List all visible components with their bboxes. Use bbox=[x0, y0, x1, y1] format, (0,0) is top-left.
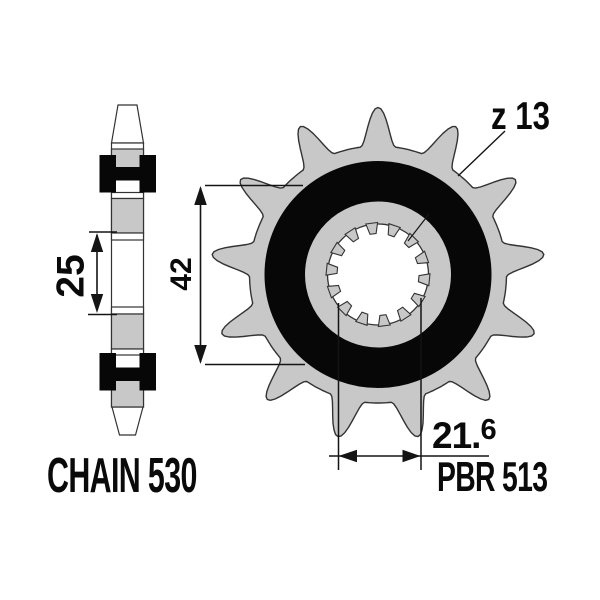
bore-diameter-dimension-label: 21.6 bbox=[432, 414, 497, 456]
side-shaft-body bbox=[110, 142, 145, 408]
chain-link-plate bbox=[139, 155, 156, 193]
spline-tooth bbox=[403, 232, 420, 249]
spline-tooth bbox=[344, 226, 360, 243]
spline-tooth bbox=[336, 300, 353, 317]
spline-tooth bbox=[325, 262, 339, 276]
teeth-count-label: z 13 bbox=[491, 95, 550, 138]
bore-leader-line bbox=[407, 213, 430, 242]
dim42-arrow-up bbox=[194, 186, 207, 205]
spline-tooth bbox=[365, 221, 379, 235]
chain-link-pin bbox=[114, 368, 141, 381]
side-groove-band bbox=[110, 306, 145, 315]
spline-tooth bbox=[387, 222, 402, 238]
chain-size-label: CHAIN 530 bbox=[47, 449, 197, 503]
side-width-dimension-label: 25 bbox=[49, 254, 93, 298]
dim25-arrow-up bbox=[90, 233, 104, 252]
spline-tooth bbox=[330, 241, 346, 257]
part-number-label: PBR 513 bbox=[437, 453, 548, 500]
side-hub-band bbox=[110, 197, 145, 234]
side-hub-band bbox=[110, 313, 145, 350]
side-groove-band bbox=[110, 191, 145, 200]
dim25-arrow-down bbox=[90, 294, 104, 313]
teeth-count-leader-line bbox=[457, 130, 506, 177]
side-groove-band bbox=[110, 348, 145, 356]
dim42-arrow-down bbox=[194, 345, 207, 364]
spline-tooth bbox=[396, 306, 412, 323]
spline-tooth bbox=[414, 250, 430, 265]
side-groove-band bbox=[110, 232, 145, 241]
chain-link-plate bbox=[99, 353, 116, 391]
dim216-arrow-right bbox=[402, 449, 421, 463]
dim216-arrow-left bbox=[338, 449, 357, 463]
side-shaft-bottom-taper bbox=[111, 406, 144, 436]
bore-dimension-main: 21. bbox=[432, 415, 481, 456]
spline-tooth bbox=[377, 314, 391, 328]
spline-tooth bbox=[354, 311, 369, 327]
side-shaft-top-taper bbox=[110, 104, 145, 144]
sprocket-black-ring bbox=[264, 161, 492, 388]
chain-link-plate bbox=[139, 353, 156, 391]
chain-link-plate bbox=[99, 155, 116, 193]
chain-link-pin bbox=[114, 167, 141, 180]
bore-dimension-superscript: 6 bbox=[480, 414, 496, 446]
spline-tooth bbox=[417, 273, 431, 287]
hub-diameter-dimension-label: 42 bbox=[165, 257, 198, 291]
spline-tooth bbox=[326, 284, 342, 299]
